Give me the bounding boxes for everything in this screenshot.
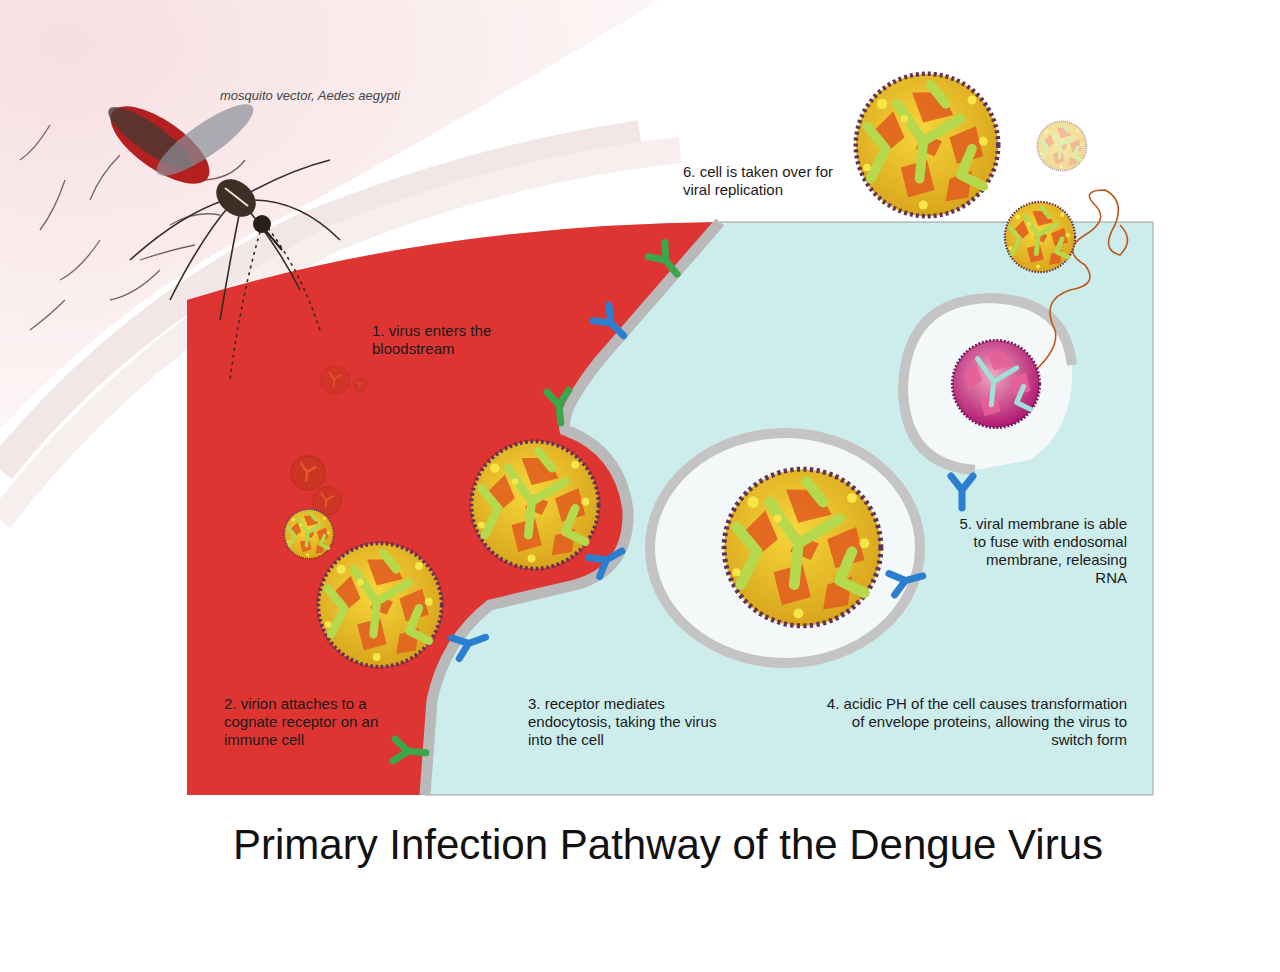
step-label: 1. virus enters the bloodstream [372, 322, 502, 358]
step-label: 6. cell is taken over for viral replicat… [683, 163, 853, 199]
step-label: 3. receptor mediates endocytosis, taking… [528, 695, 718, 749]
diagram-title: Primary Infection Pathway of the Dengue … [183, 822, 1153, 868]
species-note: mosquito vector, Aedes aegypti [220, 88, 450, 104]
step-label: 5. viral membrane is able to fuse with e… [957, 515, 1127, 587]
step-label: 2. virion attaches to a cognate receptor… [224, 695, 394, 749]
step-label: 4. acidic PH of the cell causes transfor… [822, 695, 1127, 749]
